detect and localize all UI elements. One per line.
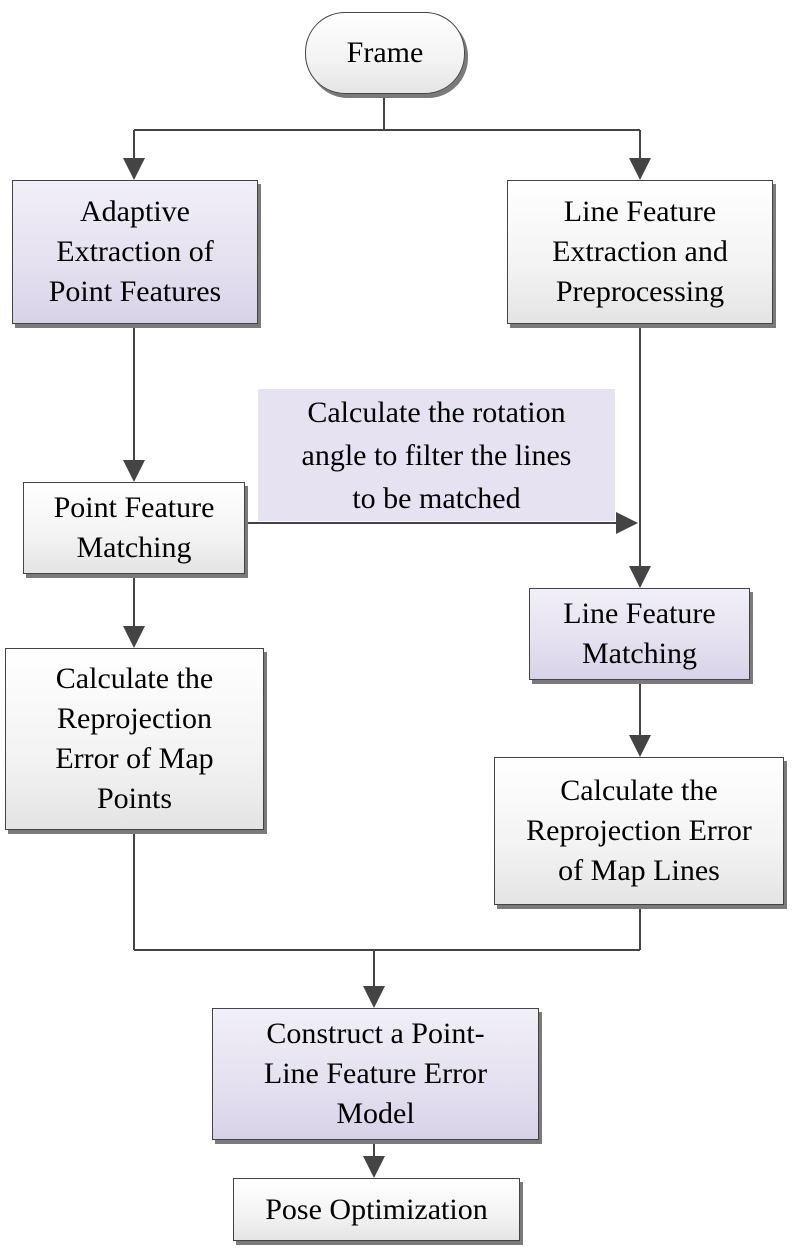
arrowhead-adaptive-extraction [123, 158, 145, 180]
adaptive-extraction-box: Adaptive Extraction of Point Features [12, 180, 258, 324]
arrowhead-error-model [363, 986, 385, 1008]
pose-optimization-box: Pose Optimization [233, 1178, 520, 1241]
arrowhead-line-extraction [629, 158, 651, 180]
arrowhead-line-reprojection [629, 735, 651, 757]
frame-terminal: Frame [305, 12, 465, 94]
rotation-filter-note: Calculate the rotation angle to filter t… [258, 389, 615, 521]
arrowhead-line-matching [629, 566, 651, 588]
arrowhead-cross [616, 512, 638, 534]
error-model-box: Construct a Point- Line Feature Error Mo… [212, 1008, 539, 1140]
line-reprojection-box: Calculate the Reprojection Error of Map … [494, 757, 784, 905]
arrowhead-point-matching [123, 460, 145, 482]
point-reprojection-box: Calculate the Reprojection Error of Map … [5, 648, 264, 830]
arrowhead-pose-optimization [363, 1156, 385, 1178]
arrowhead-point-reprojection [123, 626, 145, 648]
line-matching-box: Line Feature Matching [529, 588, 750, 680]
line-extraction-box: Line Feature Extraction and Preprocessin… [507, 180, 773, 324]
point-matching-box: Point Feature Matching [23, 482, 245, 574]
